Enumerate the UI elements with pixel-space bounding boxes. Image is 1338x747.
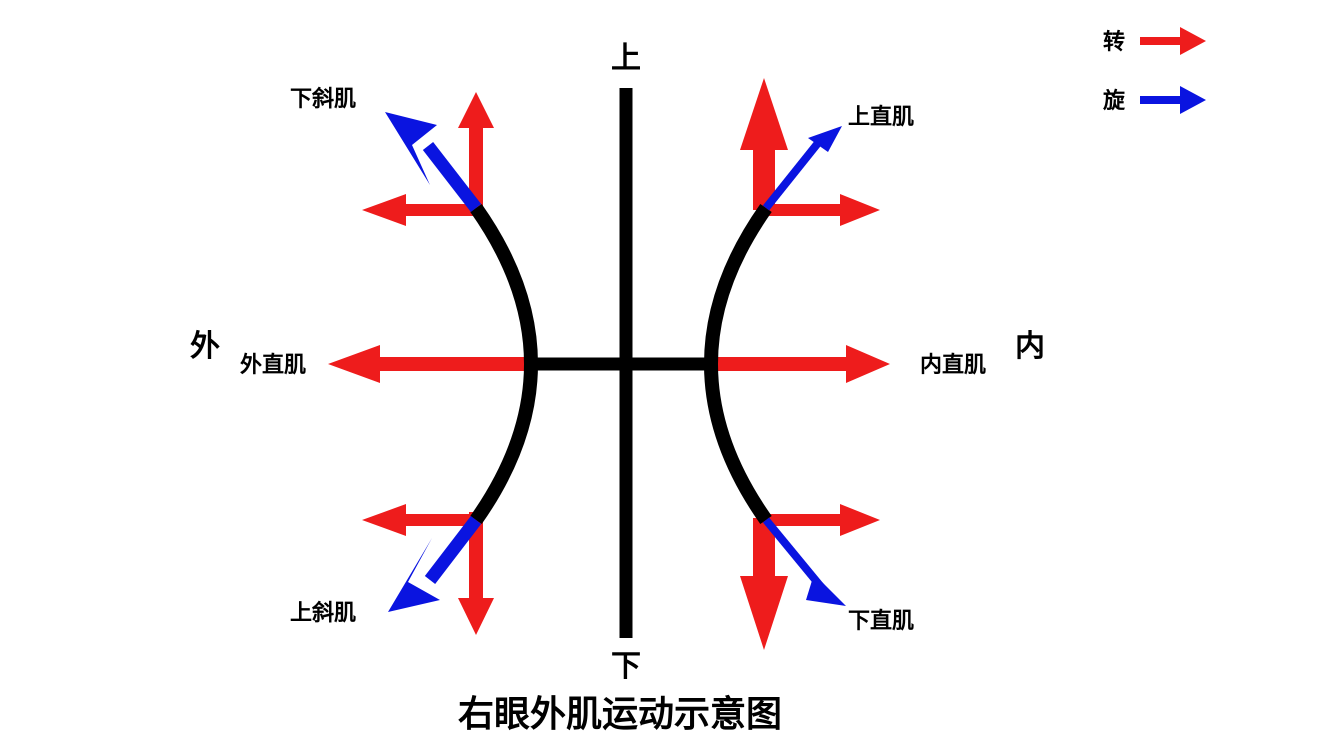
direction-down-label: 下	[611, 649, 641, 684]
legend-rotation-label: 转	[1103, 29, 1125, 55]
inferior-rectus-torsion-arrow	[806, 574, 846, 606]
legend-torsion-label: 旋	[1103, 88, 1126, 114]
superior-oblique-left-arrow	[362, 504, 476, 536]
superior-rectus-torsion-arrow	[808, 126, 842, 152]
superior-rectus-up-arrow	[740, 78, 788, 210]
medial-rectus-arrow	[716, 345, 890, 383]
legend-torsion-arrow	[1140, 86, 1206, 114]
inferior-oblique-label: 下斜肌	[290, 86, 356, 112]
inferior-oblique-up-arrow	[458, 92, 494, 212]
legend-rotation-arrow	[1140, 27, 1206, 55]
superior-rectus-right-arrow	[764, 194, 880, 226]
medial-rectus-label: 内直肌	[920, 352, 986, 378]
inferior-oblique-left-arrow	[362, 194, 476, 226]
lateral-rectus-arrow	[328, 345, 524, 383]
left-globe-curve	[470, 203, 538, 525]
inferior-rectus-label: 下直肌	[848, 608, 914, 634]
superior-oblique-down-arrow	[458, 512, 494, 635]
direction-up-label: 上	[611, 41, 641, 76]
diagram-title: 右眼外肌运动示意图	[458, 693, 782, 735]
superior-oblique-label: 上斜肌	[290, 600, 356, 626]
superior-oblique-torsion-arrow	[388, 538, 440, 612]
direction-outer-label: 外	[190, 329, 220, 364]
inferior-oblique-torsion-arrow	[385, 112, 437, 185]
inferior-rectus-down-arrow	[740, 518, 788, 650]
direction-inner-label: 内	[1015, 329, 1045, 364]
right-globe-curve	[704, 203, 772, 525]
superior-rectus-label: 上直肌	[848, 104, 914, 130]
lateral-rectus-label: 外直肌	[240, 352, 306, 378]
inferior-rectus-right-arrow	[764, 504, 880, 536]
